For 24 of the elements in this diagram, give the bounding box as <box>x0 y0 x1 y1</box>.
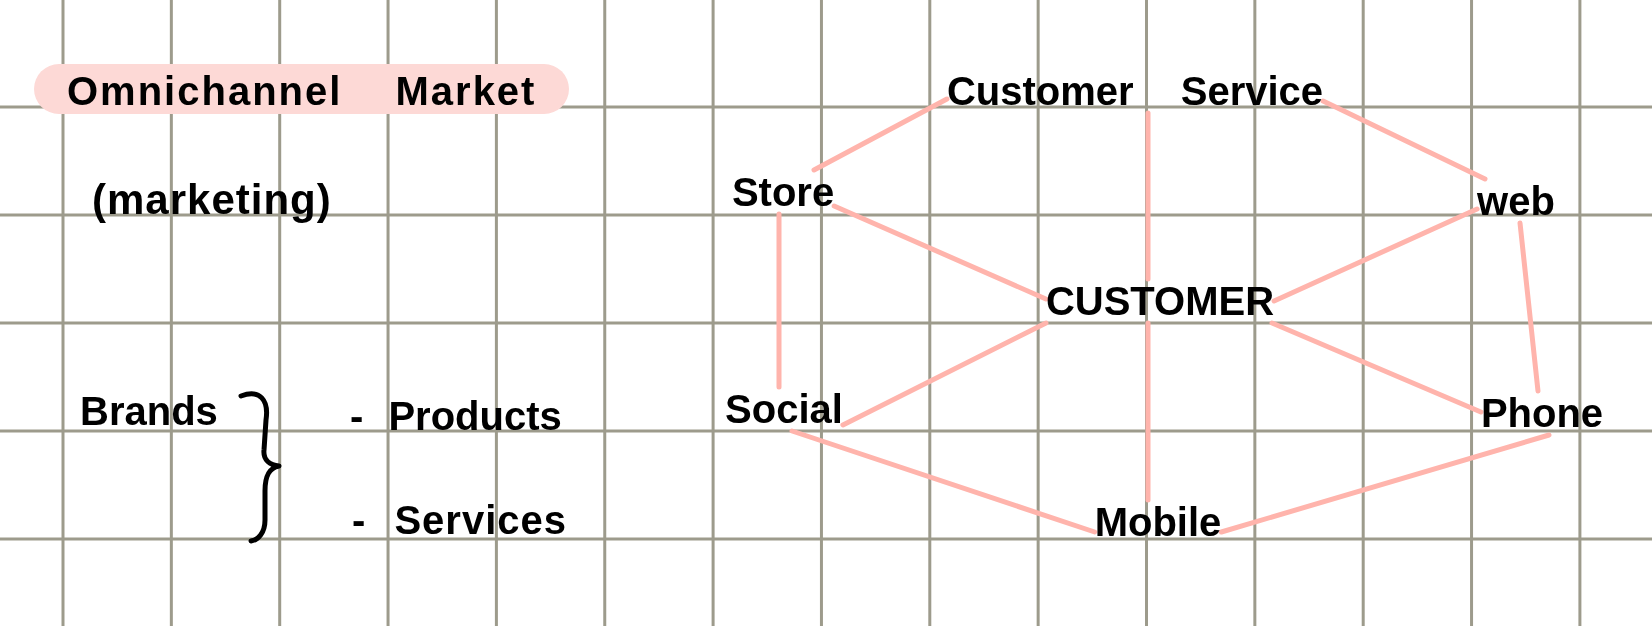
list-item: - Products <box>350 394 562 438</box>
connector-line <box>789 428 1098 535</box>
node-label: Customer Service <box>946 69 1324 113</box>
connector-line <box>1145 320 1151 503</box>
connector-line <box>1517 220 1541 394</box>
list-item: - Services <box>352 498 568 542</box>
node-label: CUSTOMER <box>1045 279 1275 323</box>
connector-line <box>831 203 1049 302</box>
node-label: Social <box>725 387 843 431</box>
connector-line <box>1320 98 1488 182</box>
connector-line <box>1218 432 1552 535</box>
node-label: Phone <box>1480 391 1604 435</box>
diagram-title: Omnichannel Market <box>34 64 570 114</box>
note-text: (marketing) <box>92 178 332 222</box>
node-label: web <box>1477 179 1555 223</box>
connector-line <box>1145 110 1151 282</box>
node-label: Mobile <box>1094 500 1222 544</box>
category-label: Brands <box>80 389 218 433</box>
connector-line <box>840 320 1049 428</box>
connector-line <box>776 211 782 390</box>
connector-line <box>1271 206 1480 304</box>
connector-line <box>811 96 950 173</box>
connector-line <box>1269 320 1484 415</box>
node-label: Store <box>731 170 835 214</box>
